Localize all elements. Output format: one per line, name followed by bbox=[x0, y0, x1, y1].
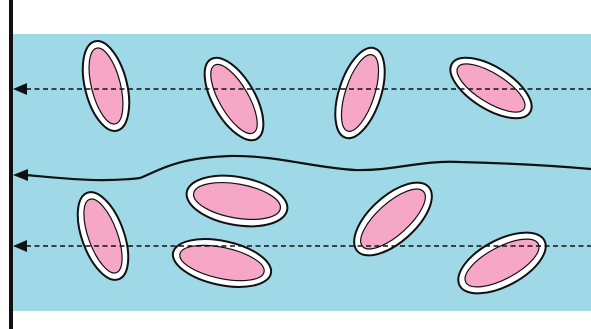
barrier-wall bbox=[9, 0, 13, 329]
